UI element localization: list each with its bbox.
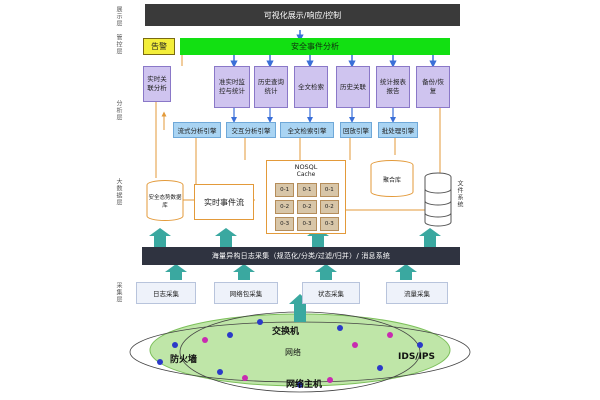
aggregation-db-icon [370, 160, 414, 197]
security-db-label: 安全态势数据库 [148, 195, 182, 209]
visualization-bar: 可视化展示/响应/控制 [145, 4, 460, 26]
module-fulltext-search: 全文检索 [294, 66, 328, 108]
engine-fulltext: 全文检索引擎 [280, 122, 334, 138]
layer-label-bigdata: 大数据层 [115, 178, 122, 206]
nosql-box: NOSQL Cache 0-1 0-1 0-1 0-2 0-2 0-2 0-3 … [266, 160, 346, 234]
module-report: 统计报表报告 [376, 66, 410, 108]
engine-stream: 流式分析引擎 [173, 122, 221, 138]
layer-label-analysis: 分析层 [115, 100, 122, 121]
event-analysis-bar: 安全事件分析 [180, 38, 450, 55]
cache-cell: 0-3 [275, 217, 295, 231]
file-system-icon [424, 172, 452, 227]
collector-traffic: 流量采集 [386, 282, 448, 304]
module-history-assoc: 历史关联 [336, 66, 370, 108]
engine-replay: 回放引擎 [340, 122, 372, 138]
realtime-event-flow: 实时事件流 [194, 184, 254, 220]
layer-label-collection: 采集层 [115, 282, 122, 303]
cache-cell: 0-3 [319, 217, 339, 231]
collector-packet: 网络包采集 [214, 282, 278, 304]
layer-label-display: 展示层 [115, 6, 122, 27]
file-system-label: 文件系统 [456, 180, 463, 208]
cache-cell: 0-2 [297, 200, 317, 214]
aggregation-db-label: 聚合库 [382, 177, 401, 184]
cache-grid: 0-1 0-1 0-1 0-2 0-2 0-2 0-3 0-3 0-3 [275, 183, 339, 231]
security-db-icon [146, 180, 184, 221]
collection-bar: 海量异构日志采集（规范化/分类/过滤/归并）/ 消息系统 [142, 247, 460, 265]
cache-cell: 0-1 [319, 183, 339, 197]
collector-log: 日志采集 [136, 282, 196, 304]
cache-cell: 0-3 [297, 217, 317, 231]
network-ids: IDS/IPS [398, 352, 436, 362]
realtime-assoc-box: 实时关联分析 [143, 66, 171, 102]
cache-cell: 0-1 [297, 183, 317, 197]
network-firewall: 防火墙 [170, 355, 198, 365]
cache-cell: 0-2 [275, 200, 295, 214]
nosql-label: NOSQL [294, 163, 318, 171]
engine-interactive: 交互分析引擎 [226, 122, 276, 138]
layer-label-management: 管控层 [115, 34, 122, 55]
module-backup: 备份/恢复 [416, 66, 450, 108]
security-db: 安全态势数据库 [146, 180, 184, 222]
network-switch: 交换机 [272, 327, 300, 337]
alarm-box: 告警 [143, 38, 175, 55]
network-center: 网络 [285, 348, 301, 357]
cache-label: Cache [296, 171, 316, 178]
network-host: 网络主机 [286, 380, 323, 390]
module-history-query: 历史查询统计 [254, 66, 288, 108]
cache-cell: 0-1 [275, 183, 295, 197]
module-realtime-monitor: 准实时监控与统计 [214, 66, 250, 108]
collector-status: 状态采集 [302, 282, 360, 304]
file-system [424, 172, 452, 228]
engine-batch: 批处理引擎 [378, 122, 418, 138]
cache-cell: 0-2 [319, 200, 339, 214]
aggregation-db: 聚合库 [370, 160, 414, 198]
